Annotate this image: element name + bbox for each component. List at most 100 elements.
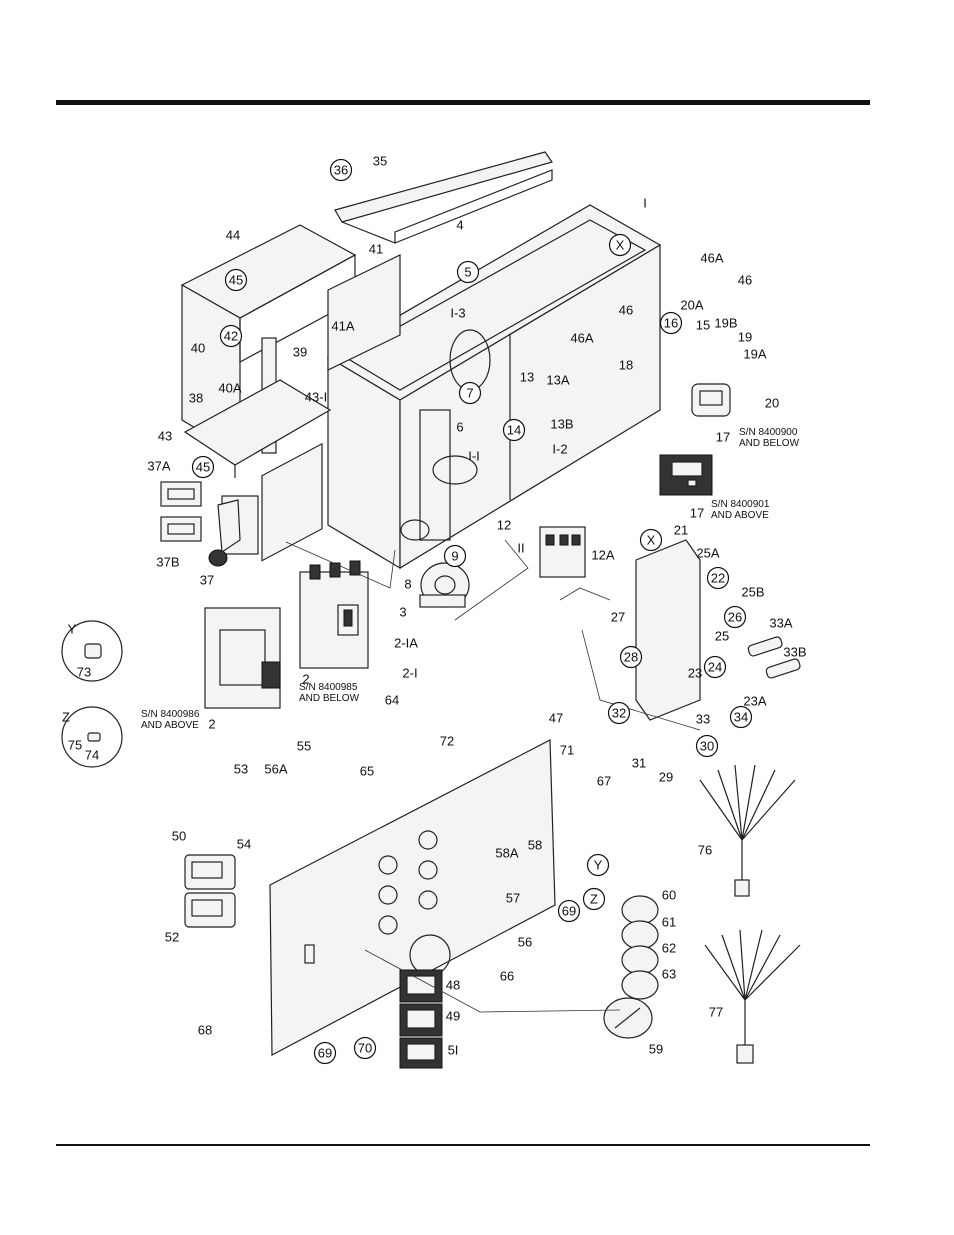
top-cover-part [334,151,553,244]
callout-number: 33A [769,616,792,631]
callout-number: 46 [738,273,752,288]
callout-14: 14 [502,418,526,442]
callout-number: 60 [662,888,676,903]
callout-circle [443,544,467,568]
callout-i: I [643,196,647,211]
callout-72: 72 [440,734,454,749]
callout-number: 74 [85,748,99,763]
callout-27: 27 [611,610,625,625]
fuse-part [765,658,801,679]
round-gauge-stack-part [603,895,659,1039]
callout-7: 7 [458,381,482,405]
callout-circle [456,260,480,284]
meter-part-49 [399,1003,443,1037]
callout-76: 76 [698,843,712,858]
callout-number: 24 [708,660,722,675]
callout-4: 4 [456,218,463,233]
meter-part-51 [399,1037,443,1069]
callout-number: Y [594,858,603,873]
callout-number: 42 [224,329,238,344]
callout-50: 50 [172,829,186,844]
callout-circle [582,887,606,911]
callout-number: 43-I [305,390,327,405]
callout-57: 57 [506,891,520,906]
callout-33b: 33B [783,645,806,660]
callout-29: 29 [659,770,673,785]
callout-number: 27 [611,610,625,625]
callout-23a: 23A [743,694,766,709]
callout-number: 47 [549,711,563,726]
callout-x: X [608,233,632,257]
callout-number: 19 [738,330,752,345]
callout-63: 63 [662,967,676,982]
harness-part-76 [699,764,796,897]
callout-number: 23 [688,666,702,681]
callout-number: 21 [674,523,688,538]
callout-number: 38 [189,391,203,406]
callout-number: 6 [456,420,463,435]
callout-number: 64 [385,693,399,708]
callout-number: 58A [495,846,518,861]
callout-number: 56A [264,762,287,777]
callout-43: 43 [158,429,172,444]
callout-46a: 46A [700,251,723,266]
callout-43-i: 43-I [305,390,327,405]
callout-circle [502,418,526,442]
callout-number: 17 [716,430,730,445]
callout-number: 2-IA [394,636,418,651]
bracket-part [327,254,401,371]
callout-number: 15 [696,318,710,333]
callout-number: 7 [466,386,473,401]
callout-33: 33 [696,712,710,727]
callout-number: 45 [229,273,243,288]
callout-20a: 20A [680,298,703,313]
callout-number: 36 [334,163,348,178]
callout-number: 13B [550,417,573,432]
callout-number: 20 [765,396,779,411]
callout-number: 4 [456,218,463,233]
callout-12: 12 [497,518,511,533]
header-rule [56,100,870,105]
callout-44: 44 [226,228,240,243]
callout-number: II [517,541,524,556]
callout-68: 68 [198,1023,212,1038]
callout-number: 5 [464,265,471,280]
callout-number: 25B [741,585,764,600]
callout-number: 44 [226,228,240,243]
callout-25a: 25A [696,546,719,561]
callout-71: 71 [560,743,574,758]
callout-number: 62 [662,941,676,956]
callout-32: 32 [607,701,631,725]
callout-28: 28 [619,645,643,669]
callout-number: 16 [664,316,678,331]
label-part-37b [160,516,202,542]
gauge-part-52 [184,892,236,928]
callout-circle [703,655,727,679]
callout-58a: 58A [495,846,518,861]
callout-6: 6 [456,420,463,435]
callout-number: 18 [619,358,633,373]
callout-number: 48 [446,978,460,993]
callout-number: 39 [293,345,307,360]
detail-y-part [61,620,123,682]
callout-number: 50 [172,829,186,844]
callout-8: 8 [404,577,411,592]
callout-46: 46 [619,303,633,318]
callout-22: 22 [706,566,730,590]
callout-number: I [643,196,647,211]
main-enclosure-part [326,204,662,570]
detail-z-part [61,706,123,768]
contactor-part [539,526,586,578]
callout-9: 9 [443,544,467,568]
callout-number: X [647,533,656,548]
callout-number: 35 [373,154,387,169]
callout-number: 2-I [402,666,417,681]
circuit-breaker-alt-part [204,607,281,709]
callout-number: 49 [446,1009,460,1024]
callout-number: 46 [619,303,633,318]
digital-meter-part [659,454,713,496]
callout-13: 13 [520,370,534,385]
callout-49: 49 [446,1009,460,1024]
callout-circle [619,645,643,669]
